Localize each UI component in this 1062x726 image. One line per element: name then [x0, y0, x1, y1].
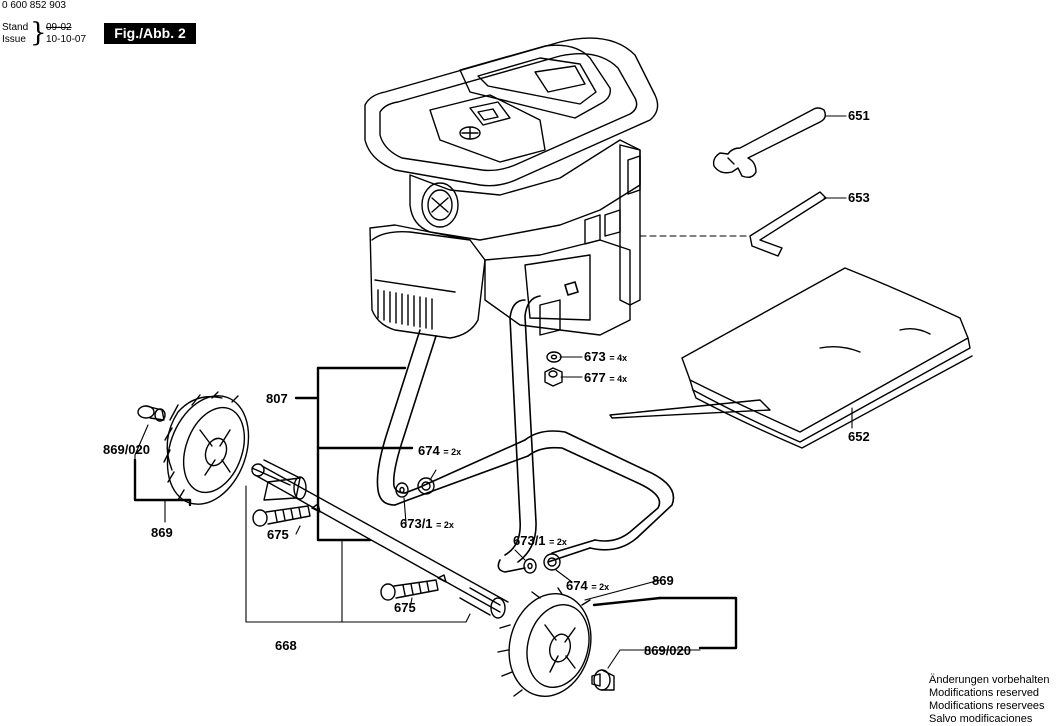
issue-date: 10-10-07 — [46, 34, 87, 45]
callout-869-left: 869 — [151, 525, 173, 540]
nut-674-left — [417, 477, 435, 495]
axle-668 — [251, 459, 509, 619]
callout-677-number: 677 — [584, 370, 606, 385]
nut-674-right — [543, 553, 561, 571]
wheel-right — [497, 587, 592, 697]
callout-677: 677 = 4x — [584, 370, 627, 385]
nut-677 — [544, 367, 563, 387]
leader-lines — [134, 115, 853, 669]
brace-glyph: } — [30, 18, 47, 48]
collection-bag-652 — [609, 267, 973, 449]
bolt-675-lower — [380, 579, 439, 601]
issue-label: Issue — [2, 34, 26, 45]
callout-869-020-left: 869/020 — [103, 442, 150, 457]
callout-673-1-upper-qty: = 2x — [436, 520, 454, 530]
callout-673: 673 = 4x — [584, 349, 627, 364]
callout-807: 807 — [266, 391, 288, 406]
callout-653: 653 — [848, 190, 870, 205]
stand-old-date: 09-02 — [46, 22, 72, 33]
hex-key-653 — [749, 191, 827, 257]
callout-674-lower-number: 674 — [566, 578, 588, 593]
hub-cap-left — [137, 405, 166, 422]
callout-673-qty: = 4x — [609, 353, 628, 363]
shredder-body — [364, 37, 659, 339]
callout-673-1-lower: 673/1 = 2x — [513, 533, 567, 548]
notice-line-de: Änderungen vorbehalten — [929, 674, 1050, 686]
callout-869-right: 869 — [652, 573, 674, 588]
callout-674-upper-qty: = 2x — [443, 447, 462, 457]
document-number: 0 600 852 903 — [2, 0, 66, 11]
bolt-675-upper — [252, 505, 311, 527]
callout-674-upper: 674 = 2x — [418, 443, 461, 458]
callout-675-upper: 675 — [267, 527, 289, 542]
callout-869-020-right: 869/020 — [644, 643, 691, 658]
washer-673-1-left — [395, 482, 409, 498]
callout-677-qty: = 4x — [609, 374, 628, 384]
callout-675-lower: 675 — [394, 600, 416, 615]
callout-673-1-upper: 673/1 = 2x — [400, 516, 454, 531]
wheel-left — [163, 391, 250, 505]
notice-line-es: Salvo modificaciones — [929, 713, 1033, 725]
hub-cap-right — [591, 669, 615, 691]
callout-673-1-lower-qty: = 2x — [549, 537, 567, 547]
notice-line-en: Modifications reserved — [929, 687, 1040, 699]
callout-673-1-lower-number: 673/1 — [513, 533, 546, 548]
figure-label: Fig./Abb. 2 — [104, 23, 196, 44]
callout-674-upper-number: 674 — [418, 443, 440, 458]
callout-651: 651 — [848, 108, 870, 123]
bracket-lines — [133, 366, 738, 650]
callout-652: 652 — [848, 429, 870, 444]
washer-673 — [546, 351, 562, 363]
notice-line-fr: Modifications reservees — [929, 700, 1045, 712]
wrench-651 — [712, 107, 827, 179]
washer-673-1-right — [523, 558, 537, 574]
callout-674-lower: 674 = 2x — [566, 578, 609, 593]
callout-673-1-upper-number: 673/1 — [400, 516, 433, 531]
callout-673-number: 673 — [584, 349, 606, 364]
modifications-notice: Änderungen vorbehalten Modifications res… — [929, 674, 1049, 726]
callout-668: 668 — [275, 638, 297, 653]
stand-label: Stand — [2, 22, 29, 33]
callout-674-lower-qty: = 2x — [591, 582, 610, 592]
